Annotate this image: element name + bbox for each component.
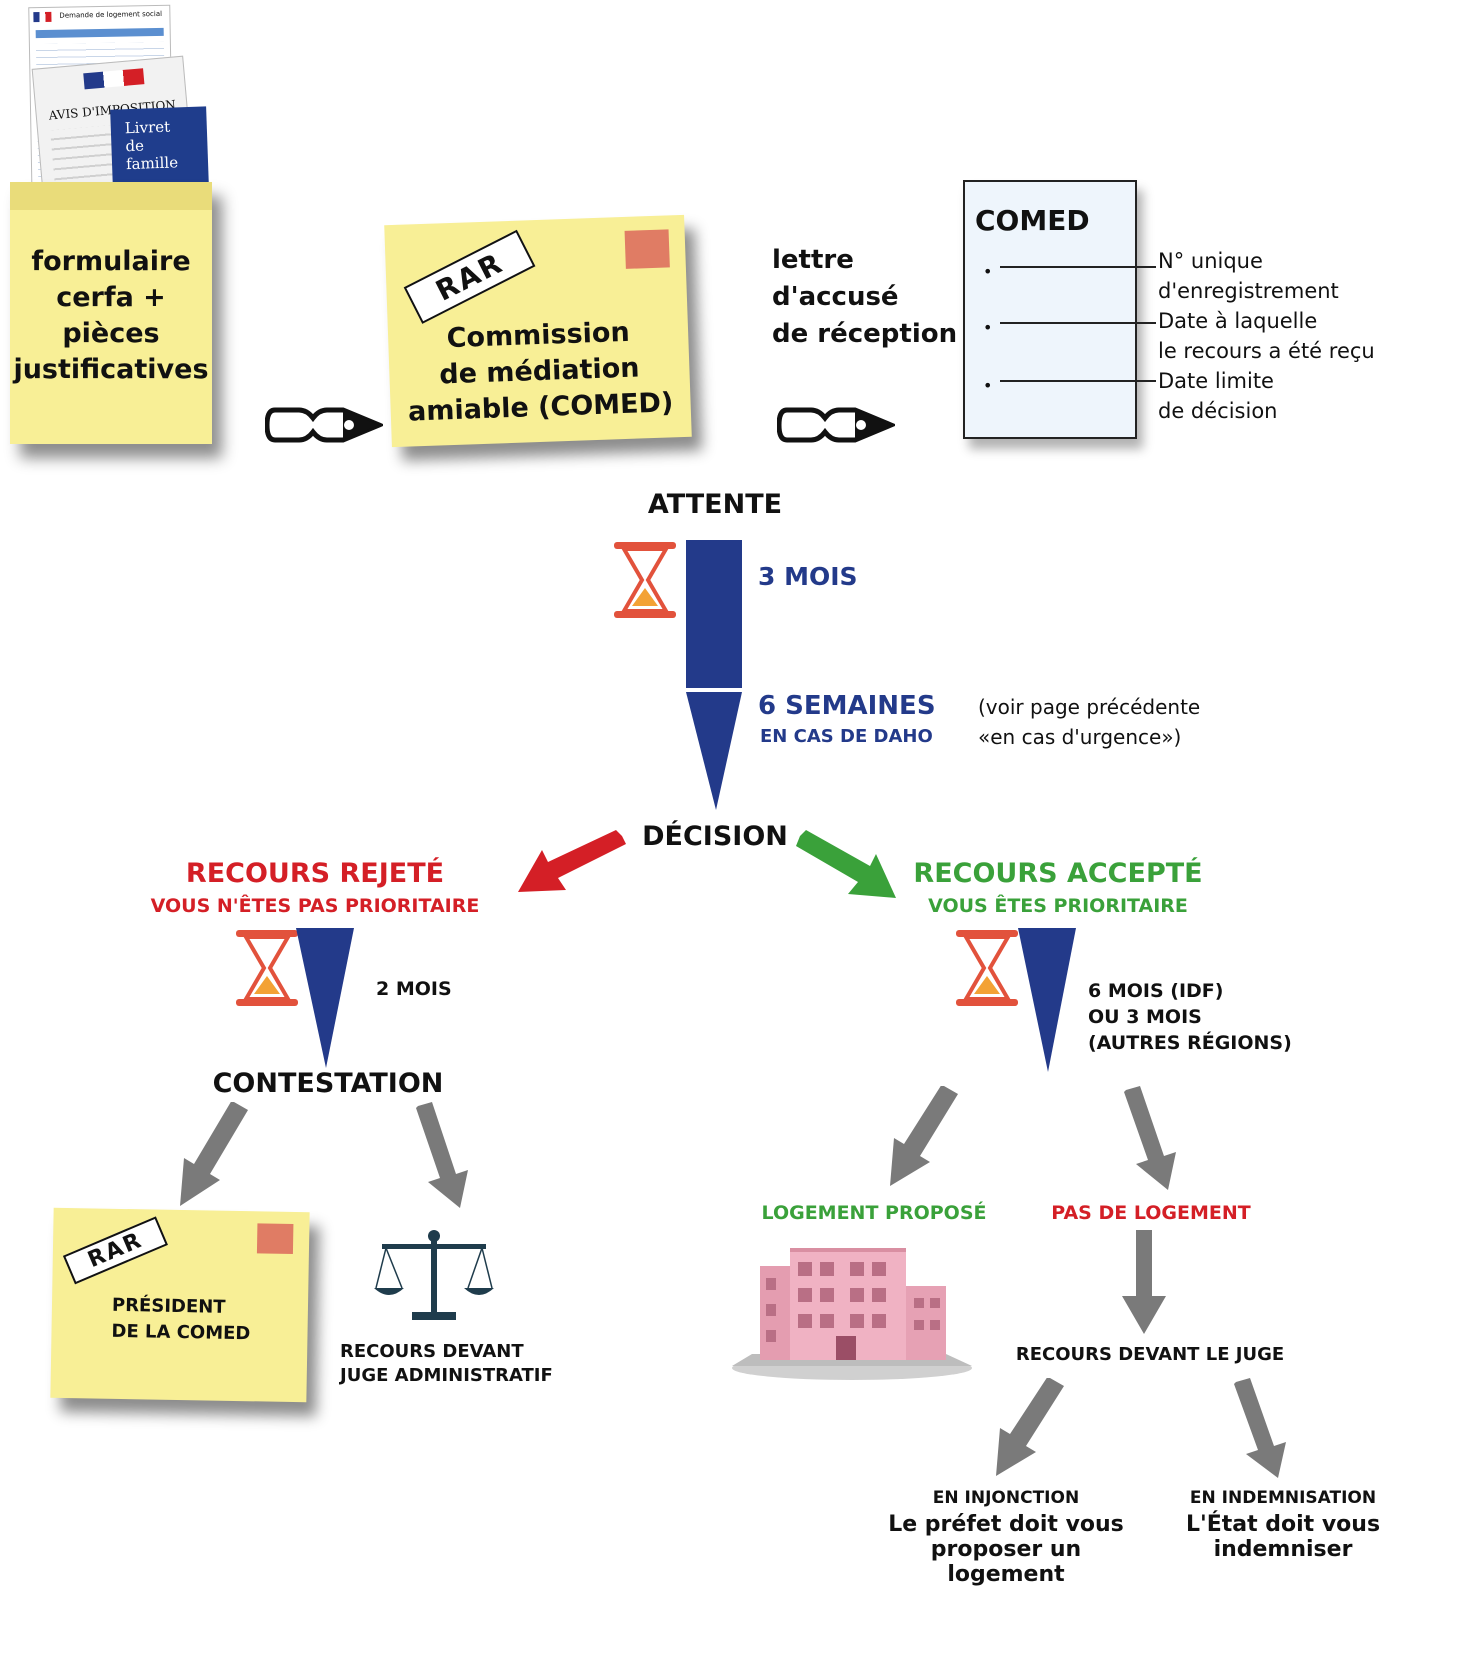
rejected-arrow-icon [518, 830, 626, 892]
dossier-line-1: formulaire [31, 246, 191, 277]
down-left-arrow-icon [890, 1086, 958, 1186]
comed-document: COMED • • • [963, 180, 1137, 439]
scales-of-justice-icon [374, 1230, 494, 1320]
judge-appeal: RECOURS DEVANT LE JUGE [1015, 1344, 1285, 1365]
wait-title: ATTENTE [647, 489, 783, 520]
accepted-delay-1: 6 MOIS (IDF) [1088, 980, 1224, 1002]
ack-line-3: de réception [772, 319, 958, 349]
decision-title: DÉCISION [642, 821, 788, 852]
injunction-line-2: proposer un logement [930, 1537, 1082, 1587]
president-envelope: RAR PRÉSIDENT DE LA COMED [50, 1207, 310, 1403]
comed-item-3a: Date limite [1158, 369, 1274, 393]
rejected-subtitle: VOUS N'ÊTES PAS PRIORITAIRE [150, 895, 480, 917]
see-note-1: (voir page précédente [978, 695, 1201, 719]
family-book-line-2: de [125, 136, 145, 156]
pen-arrow-icon [777, 407, 895, 443]
comed-doc-title: COMED [975, 204, 1090, 237]
admin-judge-line-2: JUGE ADMINISTRATIF [340, 1365, 553, 1386]
six-weeks: 6 SEMAINES [758, 691, 936, 721]
injunction-title: EN INJONCTION [932, 1488, 1080, 1508]
dossier-line-3: justificatives [13, 354, 209, 385]
stamp-icon [624, 229, 670, 269]
down-right-arrow-icon [1234, 1378, 1286, 1478]
family-book-line-1: Livret [124, 117, 171, 138]
accepted-delay-2: OU 3 MOIS [1088, 1006, 1202, 1028]
comed-item-3b: de décision [1158, 399, 1278, 423]
injunction-line-1: Le préfet doit vous [888, 1512, 1124, 1537]
indemnity-line-2: indemniser [1213, 1537, 1353, 1562]
dossier-note: formulaire cerfa + pièces justificatives [10, 182, 212, 444]
wait-duration-bar [686, 540, 742, 810]
ack-line-2: d'accusé [772, 282, 899, 312]
comed-item-2b: le recours a été reçu [1158, 339, 1375, 363]
indemnity-title: EN INDEMNISATION [1189, 1488, 1377, 1508]
accepted-subtitle: VOUS ÊTES PRIORITAIRE [928, 895, 1188, 917]
see-note-2: «en cas d'urgence») [978, 725, 1182, 749]
rejected-title: RECOURS REJETÉ [185, 858, 445, 889]
admin-judge-line-1: RECOURS DEVANT [340, 1341, 524, 1362]
dossier-line-2: cerfa + pièces [56, 282, 166, 349]
family-book-line-3: famille [125, 153, 179, 174]
housing-offered: LOGEMENT PROPOSÉ [761, 1202, 987, 1224]
down-left-arrow-icon [996, 1378, 1064, 1476]
accepted-arrow-icon [796, 830, 896, 898]
down-right-arrow-icon [416, 1102, 468, 1208]
ack-line-1: lettre [772, 245, 854, 275]
accepted-delay-3: (AUTRES RÉGIONS) [1088, 1032, 1292, 1054]
contest-title: CONTESTATION [212, 1068, 444, 1099]
rejected-delay: 2 MOIS [376, 978, 452, 1000]
comed-envelope: RAR Commission de médiation amiable (COM… [384, 214, 692, 448]
president-line-1: PRÉSIDENT [111, 1294, 226, 1318]
accepted-duration-bar [1018, 928, 1076, 1072]
hourglass-icon [956, 930, 1018, 1006]
stamp-icon [256, 1223, 294, 1254]
no-housing: PAS DE LOGEMENT [1051, 1202, 1251, 1224]
comed-item-1a: N° unique [1158, 249, 1263, 273]
comed-item-2a: Date à laquelle [1158, 309, 1318, 333]
building-icon [732, 1248, 972, 1380]
cerfa-title: Demande de logement social [59, 9, 163, 20]
comed-item-1b: d'enregistrement [1158, 279, 1339, 303]
three-months: 3 MOIS [758, 562, 858, 591]
indemnity-line-1: L'État doit vous [1185, 1512, 1381, 1537]
hourglass-icon [236, 930, 298, 1006]
hourglass-icon [614, 542, 676, 618]
down-left-arrow-icon [180, 1102, 248, 1206]
rejected-duration-bar [296, 928, 354, 1068]
president-line-2: DE LA COMED [111, 1320, 251, 1345]
down-right-arrow-icon [1124, 1086, 1176, 1190]
rar-label: RAR [62, 1216, 168, 1285]
rar-label: RAR [403, 229, 536, 324]
daho-case: EN CAS DE DAHO [760, 726, 933, 747]
down-arrow-icon [1122, 1230, 1166, 1334]
accepted-title: RECOURS ACCEPTÉ [913, 858, 1203, 889]
pen-arrow-icon [265, 407, 383, 443]
